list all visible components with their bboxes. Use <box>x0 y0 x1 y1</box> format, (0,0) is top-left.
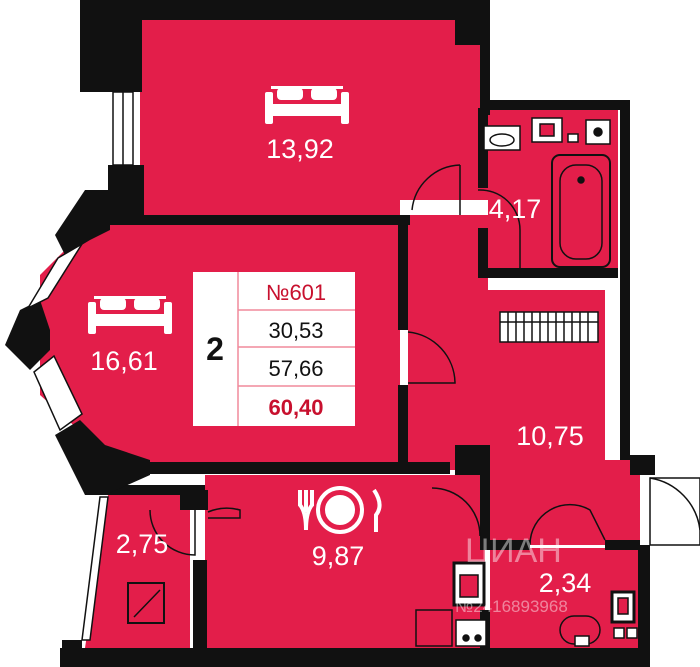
doors <box>149 164 700 556</box>
apartment-number: №601 <box>266 280 326 305</box>
wall <box>80 0 490 20</box>
door-swing <box>431 487 481 537</box>
kitchen-sink-icon <box>415 609 453 647</box>
wall <box>62 640 82 667</box>
wall <box>193 560 207 650</box>
area-bathroom: 4,17 <box>489 194 542 224</box>
outlet-icon <box>626 627 638 639</box>
boiler-wc-inner <box>617 597 629 615</box>
plate-fork-knife-icon <box>298 486 382 534</box>
area-hall: 10,75 <box>516 421 584 451</box>
bathtub-drain <box>577 176 585 184</box>
room-count: 2 <box>206 331 224 367</box>
windows <box>26 91 134 641</box>
wall <box>480 20 490 115</box>
area-labels: 13,92 16,61 4,17 10,75 9,87 2,75 2,34 <box>90 134 591 598</box>
watermark: ЦИАН №2416893968 <box>455 532 568 616</box>
window <box>33 354 83 432</box>
wall <box>398 385 408 465</box>
card-background <box>193 272 355 426</box>
window <box>81 496 109 641</box>
total-area: 57,66 <box>268 356 323 381</box>
bathtub-inner <box>559 164 603 260</box>
wall <box>480 470 490 540</box>
area-bedroom-top: 13,92 <box>266 134 334 164</box>
bed-icon <box>265 86 349 124</box>
wall <box>478 108 488 188</box>
balcony-door <box>649 477 700 546</box>
watermark-id: №2416893968 <box>455 597 568 616</box>
bathtub-icon <box>551 154 611 268</box>
wall <box>630 455 655 475</box>
window <box>26 243 83 310</box>
wall <box>140 215 410 225</box>
wall <box>55 420 150 495</box>
outlet-icon <box>567 133 579 143</box>
apartment-info-card: 2 №601 30,53 57,66 60,40 <box>193 272 355 426</box>
plate-icon <box>316 486 364 534</box>
wall <box>150 462 450 474</box>
wall <box>100 485 205 495</box>
stove-burner <box>462 634 470 642</box>
area-balcony: 2,75 <box>116 529 169 559</box>
bath-sink-bowl <box>489 133 515 147</box>
wall <box>190 648 650 667</box>
walls <box>5 0 655 667</box>
living-area: 30,53 <box>268 318 323 343</box>
stove-burner <box>474 634 482 642</box>
balcony-table-line <box>133 589 161 618</box>
room-kitchen <box>205 475 485 648</box>
wall <box>620 100 630 460</box>
total-with-balcony: 60,40 <box>268 395 323 420</box>
door-swing <box>477 189 521 268</box>
wall <box>398 215 408 330</box>
plate-inner <box>325 495 355 525</box>
door-swing <box>529 503 606 546</box>
knife-icon <box>372 488 382 532</box>
fridge-inner <box>459 574 479 598</box>
fixtures <box>127 117 638 647</box>
wall <box>638 545 650 667</box>
area-kitchen: 9,87 <box>312 541 365 571</box>
balcony-table-icon <box>127 582 165 624</box>
wall <box>55 190 110 255</box>
boiler-dot <box>593 127 603 137</box>
wall <box>478 268 618 278</box>
door-swing <box>207 507 241 519</box>
wall <box>108 165 144 225</box>
stove-icon <box>455 619 487 647</box>
wall <box>478 228 488 268</box>
door-swing <box>407 331 456 384</box>
wall <box>80 0 142 92</box>
washing-machine-window <box>539 123 555 137</box>
wall <box>480 100 630 110</box>
outlet-icon <box>613 627 625 639</box>
area-wc: 2,34 <box>539 568 592 598</box>
wardrobe-icon <box>499 311 599 343</box>
bed-icon <box>88 296 172 334</box>
wall <box>5 300 50 370</box>
door-swing <box>411 164 461 215</box>
door-swing <box>149 509 196 556</box>
wall <box>480 540 530 550</box>
wall <box>605 540 640 550</box>
toilet-tank <box>574 635 590 647</box>
fork-icon <box>298 490 314 531</box>
balcony-door-swing <box>649 477 700 531</box>
room-bedroom-top <box>140 20 490 220</box>
wardrobe-hangers <box>500 312 598 342</box>
watermark-logo: ЦИАН <box>465 532 562 570</box>
area-bedroom-left: 16,61 <box>90 346 158 376</box>
wall <box>60 648 200 667</box>
room-wc <box>490 548 638 648</box>
